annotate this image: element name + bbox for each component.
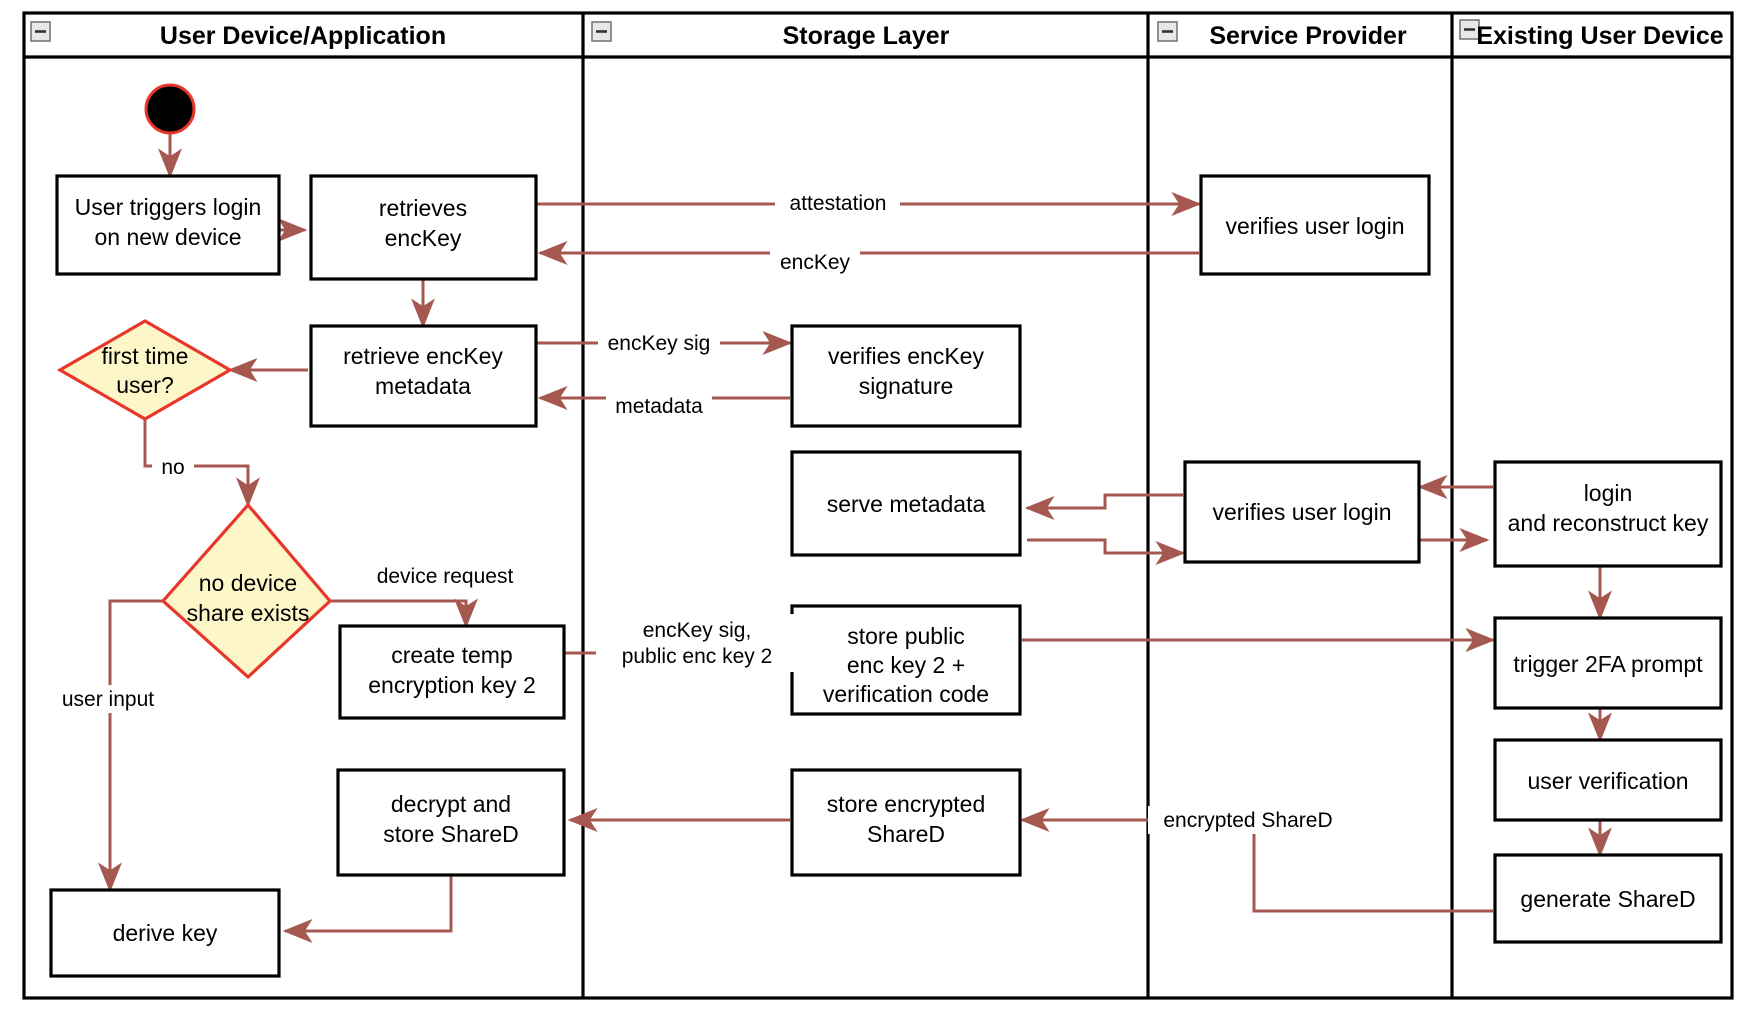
node-label-line: verifies encKey [828, 343, 984, 369]
node-user-triggers-login[interactable]: User triggers login on new device [55, 174, 281, 276]
edge-no-device-share-to-create-temp-key [330, 598, 478, 629]
edge-no-device-share-to-derive-key [98, 599, 163, 893]
svg-text:no: no [161, 456, 184, 479]
node-label-line: encKey [385, 225, 462, 251]
svg-text:encrypted ShareD: encrypted ShareD [1163, 809, 1332, 832]
node-create-temp-encryption-key[interactable]: create temp encryption key 2 [338, 624, 566, 720]
node-serve-metadata[interactable]: serve metadata [790, 450, 1022, 557]
start-node [144, 83, 196, 135]
edge-first-time-user-to-no-device-share [143, 419, 260, 508]
edge-label-encrypted-shared: encrypted ShareD [1148, 806, 1348, 834]
node-label-line: decrypt and [391, 791, 511, 817]
edge-label-no: no [152, 453, 194, 480]
minus-box-icon-lane-1[interactable] [591, 21, 612, 42]
lane-title-existing-device: Existing User Device [1476, 22, 1723, 50]
edge-decrypt-store-to-derive-key [282, 875, 453, 943]
node-label-line: metadata [375, 373, 471, 399]
node-label-line: first time [102, 343, 189, 369]
node-label-line: no device [199, 570, 297, 596]
node-label-line: and reconstruct key [1508, 510, 1709, 536]
decision-no-device-share-exists[interactable]: no device share exists [160, 502, 333, 680]
edge-generate-shared-to-store-encrypted [1019, 808, 1493, 913]
lane-header-existing-device[interactable]: Existing User Device [1459, 19, 1724, 50]
lane-title-service-provider: Service Provider [1209, 22, 1407, 50]
node-label-line: retrieve encKey [343, 343, 503, 369]
node-user-verification[interactable]: user verification [1493, 738, 1723, 822]
node-label-line: derive key [113, 920, 218, 946]
svg-text:encKey sig,: encKey sig, [643, 619, 752, 642]
minus-box-icon-lane-2[interactable] [1157, 21, 1178, 42]
node-verifies-user-login-2[interactable]: verifies user login [1183, 460, 1421, 564]
svg-text:user input: user input [62, 688, 154, 711]
node-label-line: User triggers login [75, 194, 262, 220]
node-label-line: user? [116, 372, 174, 398]
lane-header-service-provider[interactable]: Service Provider [1157, 21, 1407, 50]
svg-text:public enc key 2: public enc key 2 [622, 645, 773, 668]
lane-header-user-device[interactable]: User Device/Application [30, 21, 446, 50]
node-label-line: encryption key 2 [368, 672, 535, 698]
node-label-line: verifies user login [1226, 213, 1405, 239]
decision-first-time-user[interactable]: first time user? [56, 319, 234, 421]
node-decrypt-and-store-shared[interactable]: decrypt and store ShareD [336, 768, 566, 877]
edge-label-attestation: attestation [775, 190, 900, 217]
node-trigger-2fa-prompt[interactable]: trigger 2FA prompt [1493, 616, 1723, 710]
node-store-encrypted-shared[interactable]: store encrypted ShareD [790, 768, 1022, 877]
lane-title-storage: Storage Layer [783, 22, 950, 50]
lane-header-storage[interactable]: Storage Layer [591, 21, 950, 50]
node-label-line: store encrypted [827, 791, 986, 817]
node-label-line: serve metadata [827, 491, 986, 517]
node-retrieves-enckey[interactable]: retrieves encKey [309, 174, 538, 281]
edge-serve-metadata-to-verifies-login-2 [1027, 538, 1186, 565]
svg-text:encKey: encKey [780, 251, 851, 274]
node-label-line: create temp [391, 642, 512, 668]
edge-label-enckey-sig: encKey sig [598, 330, 720, 357]
svg-text:device request: device request [377, 565, 514, 588]
svg-text:attestation: attestation [790, 192, 887, 215]
edge-label-enckey: encKey [770, 248, 860, 276]
node-derive-key[interactable]: derive key [49, 888, 281, 978]
edge-label-device-request: device request [355, 563, 535, 590]
node-label-line: store ShareD [383, 821, 519, 847]
svg-text:metadata: metadata [615, 395, 703, 418]
minus-box-icon-lane-3[interactable] [1459, 19, 1480, 40]
node-store-public-enc-key[interactable]: store public enc key 2 + verification co… [790, 604, 1022, 716]
node-label-line: verifies user login [1213, 499, 1392, 525]
edge-label-user-input: user input [50, 685, 172, 713]
node-verifies-user-login-1[interactable]: verifies user login [1199, 174, 1431, 276]
node-label-line: trigger 2FA prompt [1513, 651, 1703, 677]
node-label-line: ShareD [867, 821, 945, 847]
node-verifies-enckey-signature[interactable]: verifies encKey signature [790, 324, 1022, 428]
node-label-line: on new device [94, 224, 241, 250]
svg-text:encKey sig: encKey sig [608, 332, 711, 355]
node-label-line: share exists [187, 600, 310, 626]
edge-label-enckey-sig-public-enc-key: encKey sig, public enc key 2 [596, 614, 796, 672]
minus-box-icon-lane-0[interactable] [30, 21, 51, 42]
node-generate-shared[interactable]: generate ShareD [1493, 853, 1723, 944]
node-label-line: signature [859, 373, 954, 399]
node-label-line: verification code [823, 681, 989, 707]
node-label-line: login [1584, 480, 1633, 506]
node-label-line: enc key 2 + [847, 652, 965, 678]
node-login-and-reconstruct-key[interactable]: login and reconstruct key [1493, 460, 1723, 568]
node-label-line: user verification [1527, 768, 1688, 794]
lane-title-user-device: User Device/Application [160, 22, 446, 50]
node-label-line: retrieves [379, 195, 467, 221]
node-label-line: generate ShareD [1520, 886, 1695, 912]
edge-verifies-login-2-to-serve-metadata [1024, 493, 1183, 520]
node-retrieve-enckey-metadata[interactable]: retrieve encKey metadata [309, 324, 538, 428]
node-label-line: store public [847, 623, 965, 649]
edge-label-metadata: metadata [606, 392, 712, 420]
